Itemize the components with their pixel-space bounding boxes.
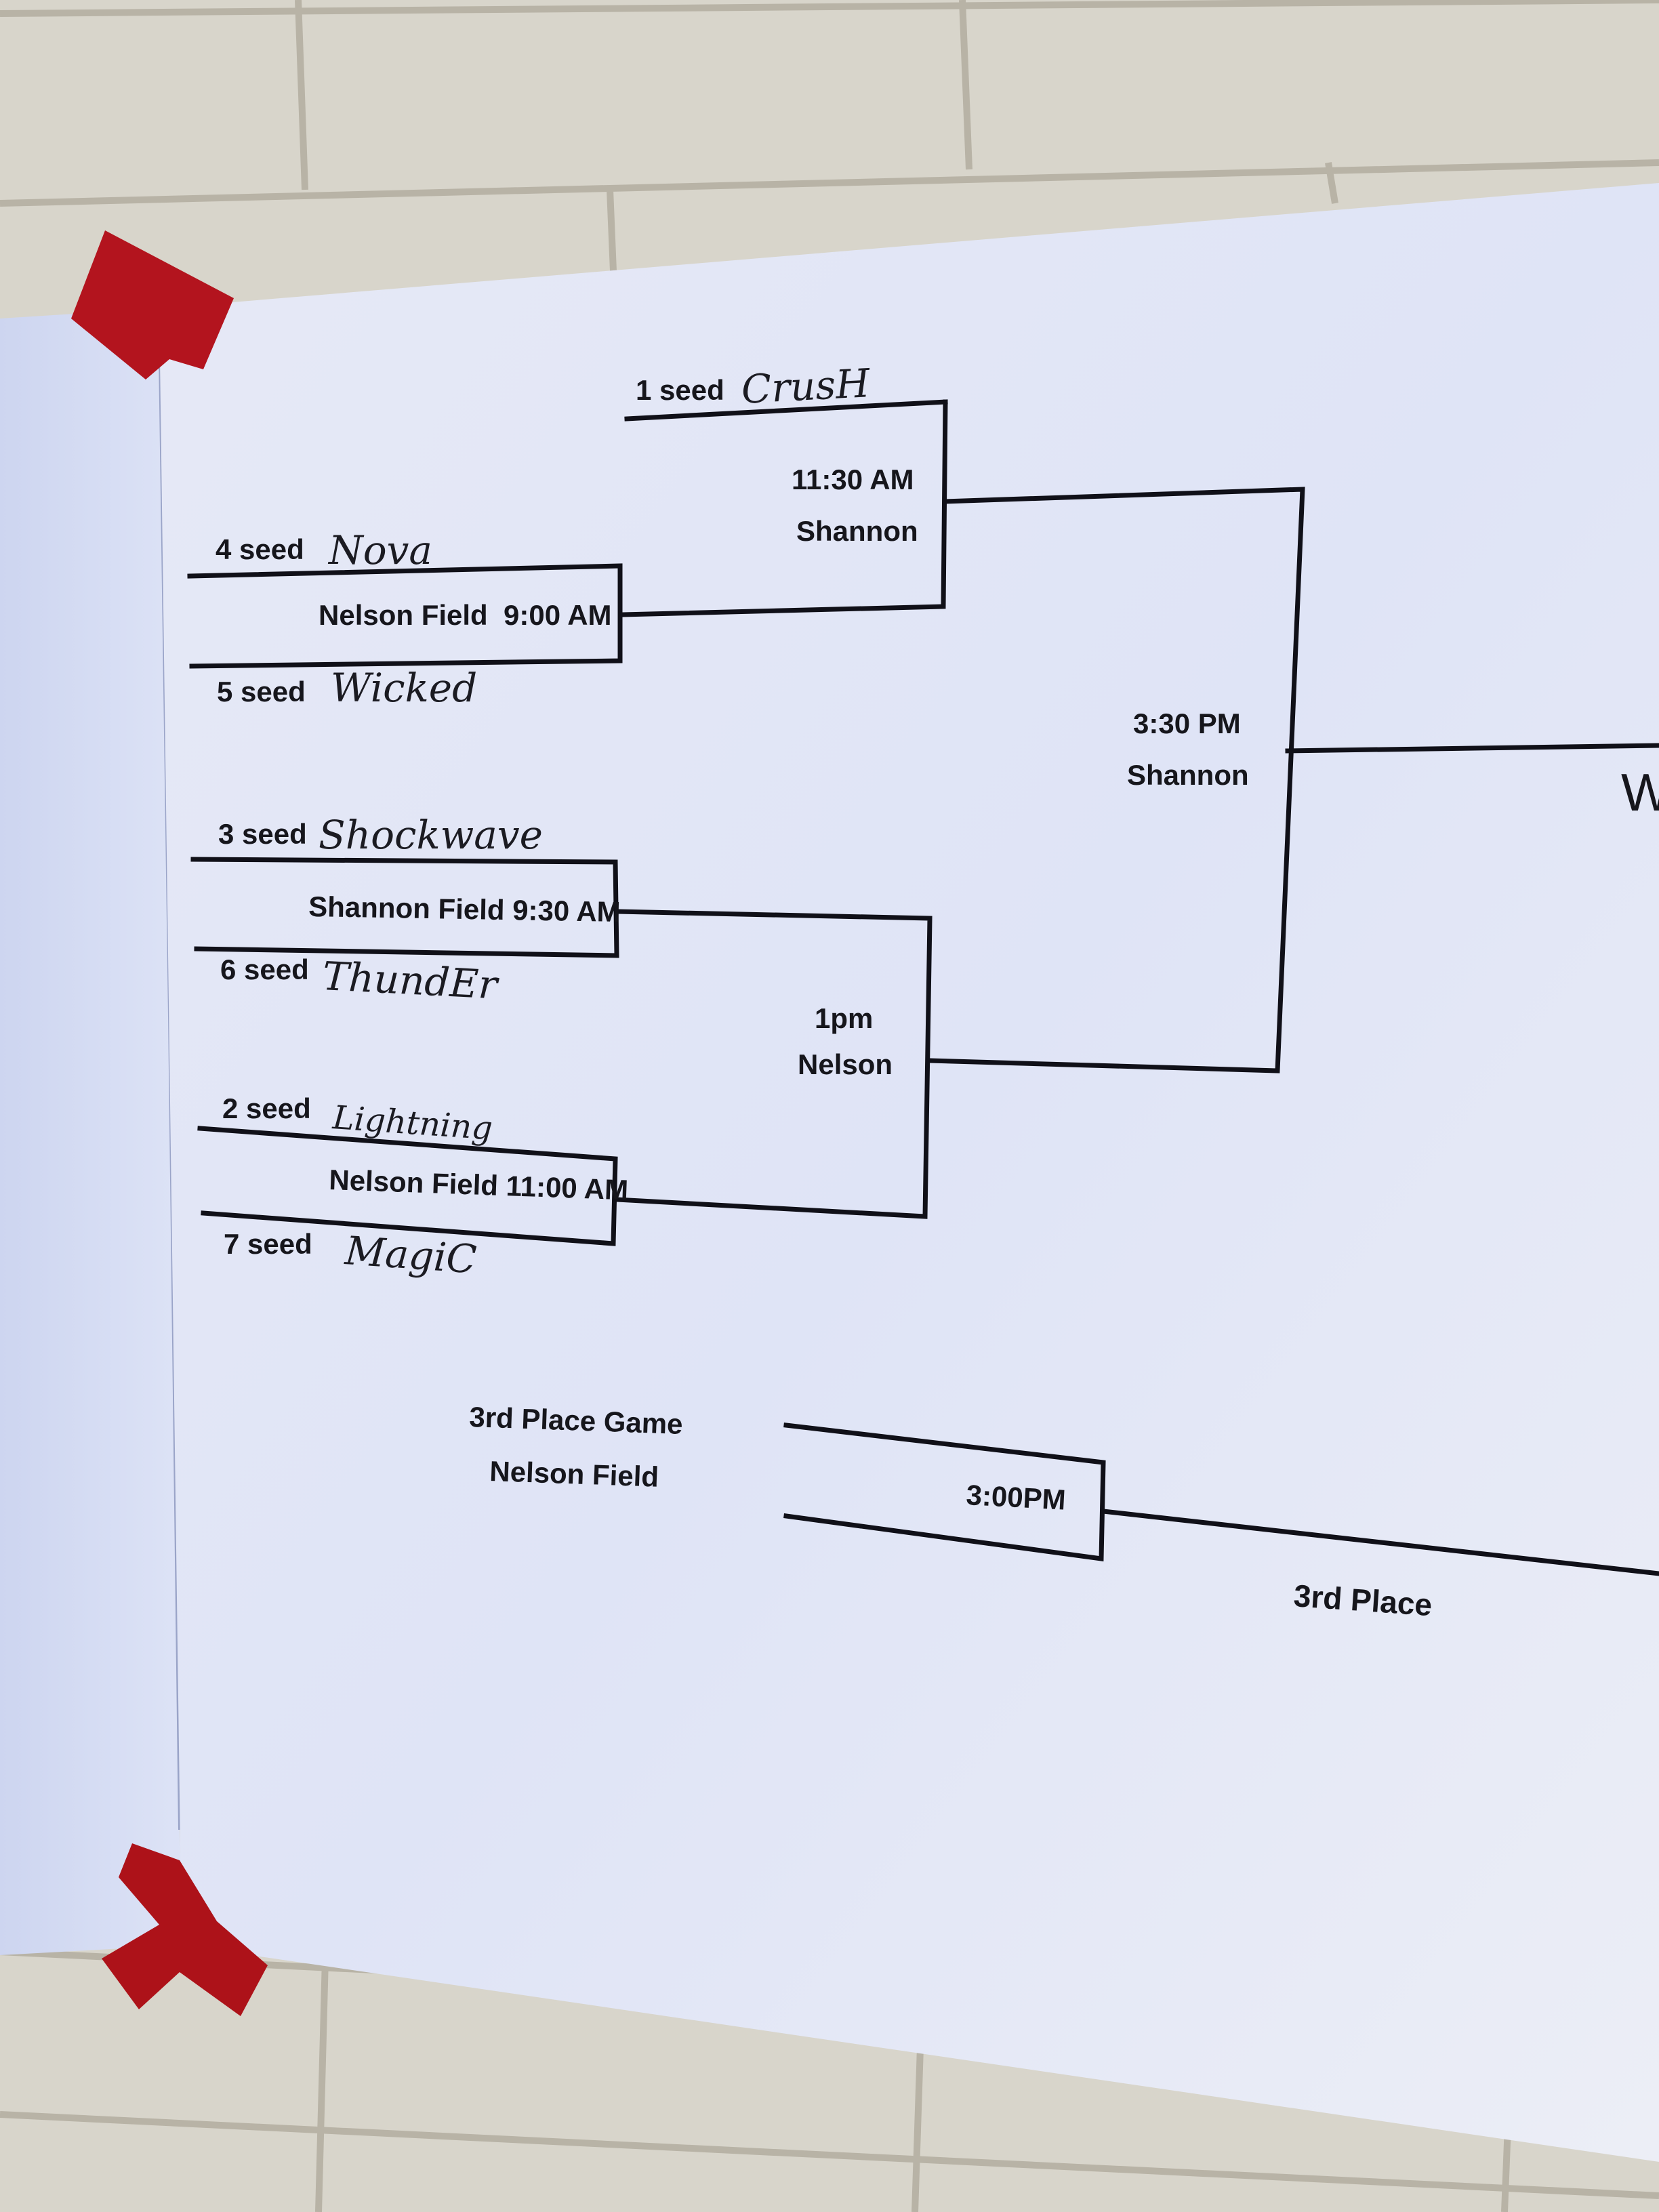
game-3v6-info: Shannon Field 9:30 AM <box>308 890 621 928</box>
seed-5-label: 5 seed <box>217 676 306 708</box>
seed-4-label: 4 seed <box>216 533 304 565</box>
team-name-seed-3: Shockwave <box>319 812 543 858</box>
bracket-poster <box>159 183 1659 2162</box>
final-time: 3:30 PM <box>1133 708 1241 739</box>
semifinal-2-time: 1pm <box>815 1002 873 1034</box>
seed-7-label: 7 seed <box>224 1228 312 1260</box>
game-4v5-info: Nelson Field 9:00 AM <box>319 599 612 631</box>
third-place-field: Nelson Field <box>489 1455 659 1493</box>
bracket-lines <box>187 399 1659 1576</box>
team-name-seed-6: ThundEr <box>321 953 500 1008</box>
team-names: CrusH Nova Wicked Shockwave ThundEr Ligh… <box>319 360 872 1282</box>
team-name-seed-4: Nova <box>327 527 432 573</box>
seed-6-label: 6 seed <box>220 954 309 985</box>
team-name-seed-1: CrusH <box>740 360 872 413</box>
winner-label-partial: W <box>1621 762 1659 822</box>
team-name-seed-5: Wicked <box>331 665 477 711</box>
third-place-title: 3rd Place Game <box>469 1401 684 1440</box>
third-place-time: 3:00PM <box>966 1479 1067 1516</box>
seed-2-label: 2 seed <box>222 1092 311 1124</box>
semifinal-1-time: 11:30 AM <box>792 464 914 495</box>
red-tape-bottom <box>102 1843 268 2016</box>
seed-3-label: 3 seed <box>218 818 307 850</box>
semifinal-1-field: Shannon <box>796 515 918 547</box>
semifinal-2-field: Nelson <box>798 1048 893 1080</box>
final-field: Shannon <box>1127 759 1249 791</box>
left-paper-sheet <box>0 308 184 1955</box>
third-place-game: 3rd Place Game Nelson Field 3:00PM 3rd P… <box>469 1401 1433 1622</box>
red-tape-top <box>71 230 234 380</box>
seed-1-label: 1 seed <box>636 374 724 406</box>
team-name-seed-7: MagiC <box>343 1227 478 1282</box>
seed-labels: 1 seed 4 seed 5 seed 3 seed 6 seed 2 see… <box>216 374 724 1260</box>
